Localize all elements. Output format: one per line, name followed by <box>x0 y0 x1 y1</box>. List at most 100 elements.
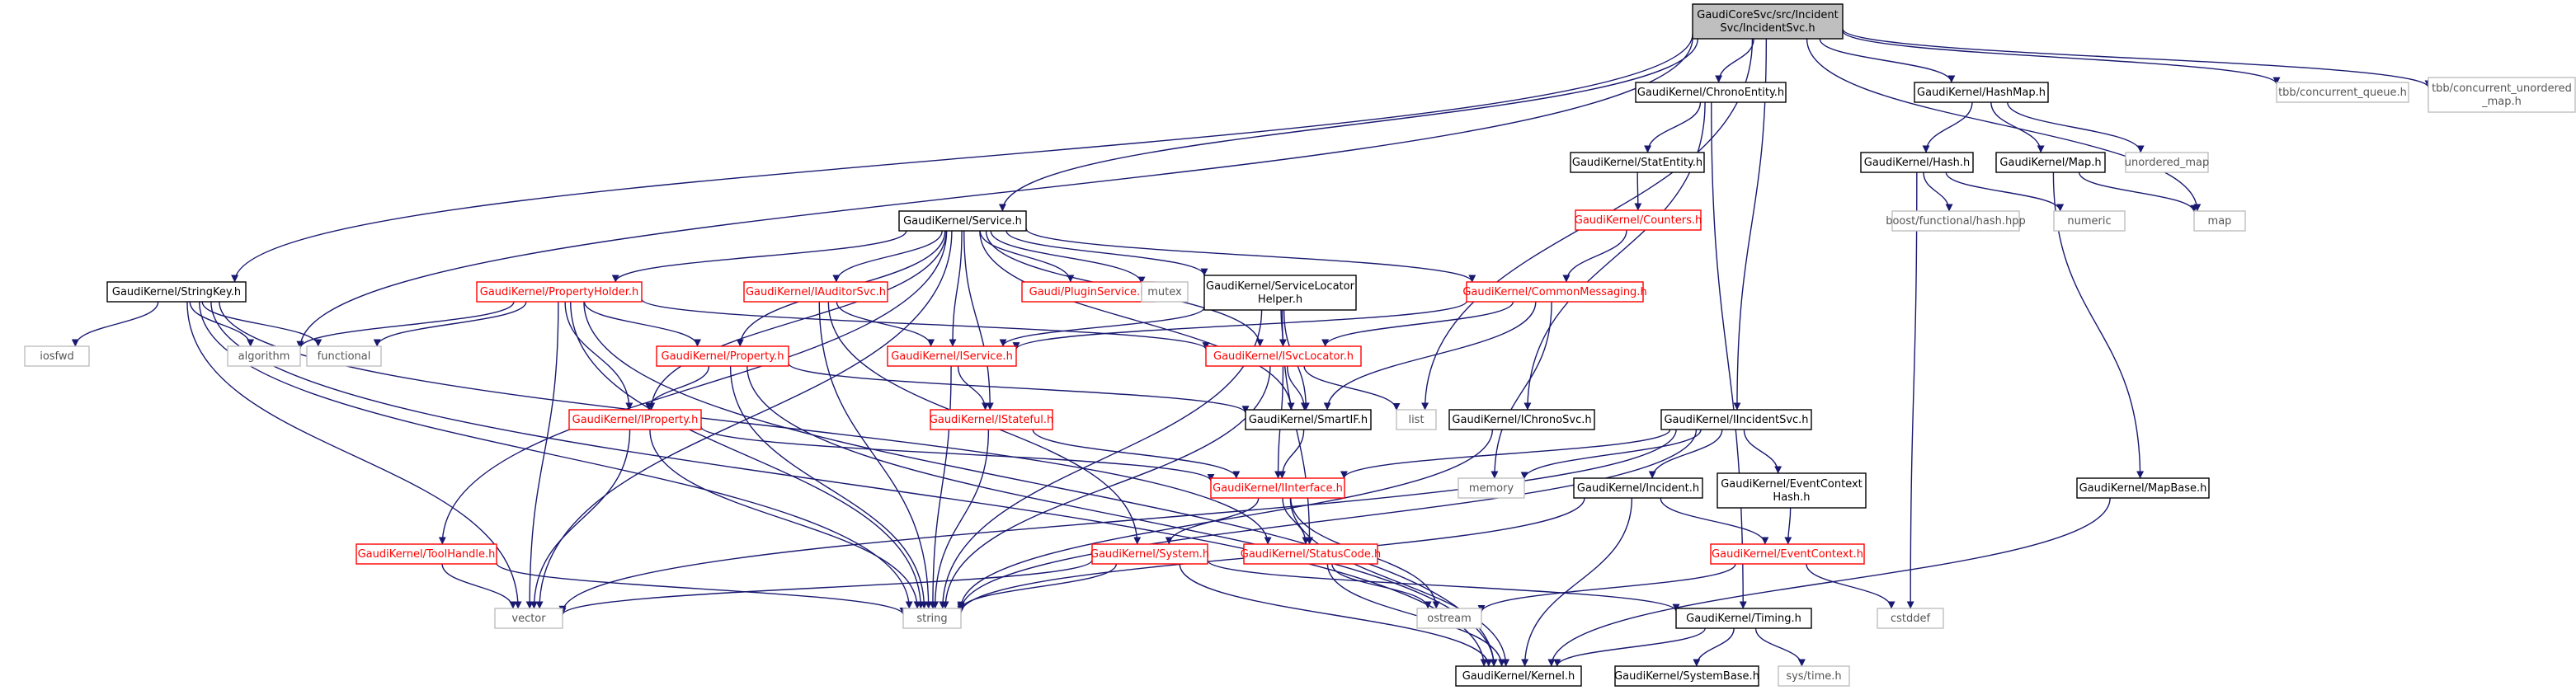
node-box <box>1455 665 1582 687</box>
edge-iincidentsvc-to-incident <box>1648 429 1723 479</box>
node-box <box>1396 409 1437 430</box>
edge-hashmap-to-hash <box>1922 101 1973 153</box>
edge-ichronosvc-to-string <box>957 429 1494 609</box>
node-label: numeric <box>2067 215 2111 228</box>
graph-node-string: string <box>902 608 962 629</box>
node-label: iosfwd <box>40 350 74 363</box>
graph-node-hash: GaudiKernel/Hash.h <box>1860 152 1974 173</box>
graph-node-iosfwd: iosfwd <box>24 345 90 367</box>
edge-line <box>1634 171 1642 211</box>
graph-node-toolhandle: GaudiKernel/ToolHandle.h <box>356 543 497 565</box>
edge-system-to-timing <box>1207 560 1680 612</box>
node-label: GaudiKernel/IAuditorSvc.h <box>746 286 886 298</box>
edge-istateful-to-iinterface <box>1032 429 1241 479</box>
edge-service-to-iproperty <box>648 230 947 411</box>
edge-line <box>649 429 921 609</box>
edge-line <box>1520 429 1702 480</box>
node-label: Helper.h <box>1258 293 1302 306</box>
edge-iproperty-to-vector <box>530 429 631 609</box>
node-label: GaudiKernel/ChronoEntity.h <box>1637 87 1784 99</box>
node-label: GaudiKernel/SystemBase.h <box>1614 670 1759 683</box>
node-label: GaudiKernel/ToolHandle.h <box>358 548 496 561</box>
edge-line <box>583 301 1498 667</box>
edge-line <box>1819 38 1956 83</box>
node-label: Hash.h <box>1773 491 1810 504</box>
edge-line <box>2078 171 2198 213</box>
node-box <box>306 345 382 367</box>
edge-line <box>818 301 933 609</box>
edge-propholder-to-iproperty <box>564 301 633 411</box>
edge-evctx-to-cstddef <box>1806 563 1896 609</box>
node-label: GaudiKernel/Hash.h <box>1864 157 1971 169</box>
edge-line <box>1660 497 1769 545</box>
node-box <box>568 409 702 430</box>
node-box <box>1710 543 1865 565</box>
edge-line <box>1286 365 1308 411</box>
graph-node-mapx: GaudiKernel/Map.h <box>1995 152 2106 173</box>
graph-node-algorithm: algorithm <box>227 345 301 367</box>
edge-line <box>1553 627 1706 667</box>
edge-line <box>957 429 1698 612</box>
edge-line <box>186 301 522 609</box>
edge-propholder-to-algorithm <box>296 301 515 349</box>
node-label: GaudiKernel/Map.h <box>1999 157 2101 169</box>
edge-iproperty-to-string <box>649 429 921 609</box>
edge-hash-to-cstddef <box>1906 171 1918 609</box>
node-box <box>1660 409 1812 430</box>
edge-line <box>1923 171 1953 212</box>
graph-node-iservice: GaudiKernel/IService.h <box>887 345 1017 367</box>
edge-service-to-commonmsg <box>1025 228 1476 283</box>
edge-statentity-to-counters <box>1634 171 1642 211</box>
edge-line <box>957 563 1118 611</box>
node-box <box>1448 409 1595 430</box>
edge-line <box>438 230 948 545</box>
graph-node-root: GaudiCoreSvc/src/IncidentSvc/IncidentSvc… <box>1692 3 1844 40</box>
edge-line <box>1282 497 1310 545</box>
edge-stringkey-to-vector <box>186 301 522 609</box>
edge-line <box>957 365 990 411</box>
edge-counters-to-commonmsg <box>1562 229 1627 283</box>
edge-line <box>1032 429 1241 479</box>
edge-line <box>1012 301 1467 350</box>
node-box <box>898 210 1027 232</box>
edge-iauditor-to-iservice <box>836 301 935 347</box>
edge-line <box>373 301 527 347</box>
edge-line <box>1906 171 1918 609</box>
edge-line <box>979 230 1295 411</box>
node-box <box>1203 275 1357 311</box>
edge-service-to-iservice <box>949 230 963 347</box>
node-box <box>1570 152 1705 173</box>
edge-commonmsg-to-memory <box>1491 301 1552 479</box>
edge-iinterface-to-kernel <box>1289 497 1510 667</box>
edge-propholder-to-property <box>583 301 701 347</box>
edge-line <box>1025 228 1476 283</box>
edge-stringkey-to-string <box>199 301 913 609</box>
node-box <box>2053 210 2126 232</box>
graph-node-map: map <box>2193 210 2246 232</box>
edge-commonmsg-to-iservice <box>1012 301 1467 350</box>
edge-line <box>1922 101 1973 153</box>
graph-node-vector: vector <box>494 608 563 629</box>
graph-node-statentity: GaudiKernel/StatEntity.h <box>1570 152 1705 173</box>
node-label: cstddef <box>1891 613 1931 625</box>
graph-node-system: GaudiKernel/System.h <box>1090 543 1209 565</box>
node-label: GaudiKernel/SmartIF.h <box>1249 414 1368 426</box>
node-label: mutex <box>1147 286 1182 298</box>
edge-chronoentity-to-statentity <box>1644 101 1702 153</box>
edge-line <box>1806 38 2202 212</box>
graph-node-iincidentsvc: GaudiKernel/IIncidentSvc.h <box>1660 409 1812 430</box>
edge-line <box>929 365 952 609</box>
edge-line <box>788 363 1250 414</box>
edge-line <box>1340 429 1671 479</box>
graph-node-systime: sys/time.h <box>1778 665 1850 687</box>
node-label: GaudiKernel/CommonMessaging.h <box>1462 286 1646 298</box>
edge-line <box>1521 497 1633 667</box>
node-box <box>1675 608 1812 629</box>
edge-property-to-kernel <box>746 365 1498 667</box>
graph-node-iproperty: GaudiKernel/IProperty.h <box>568 409 702 430</box>
graph-node-counters: GaudiKernel/Counters.h <box>1575 209 1702 231</box>
edge-root-to-tbbqueue <box>1842 30 2281 85</box>
edge-line <box>1693 627 1735 667</box>
